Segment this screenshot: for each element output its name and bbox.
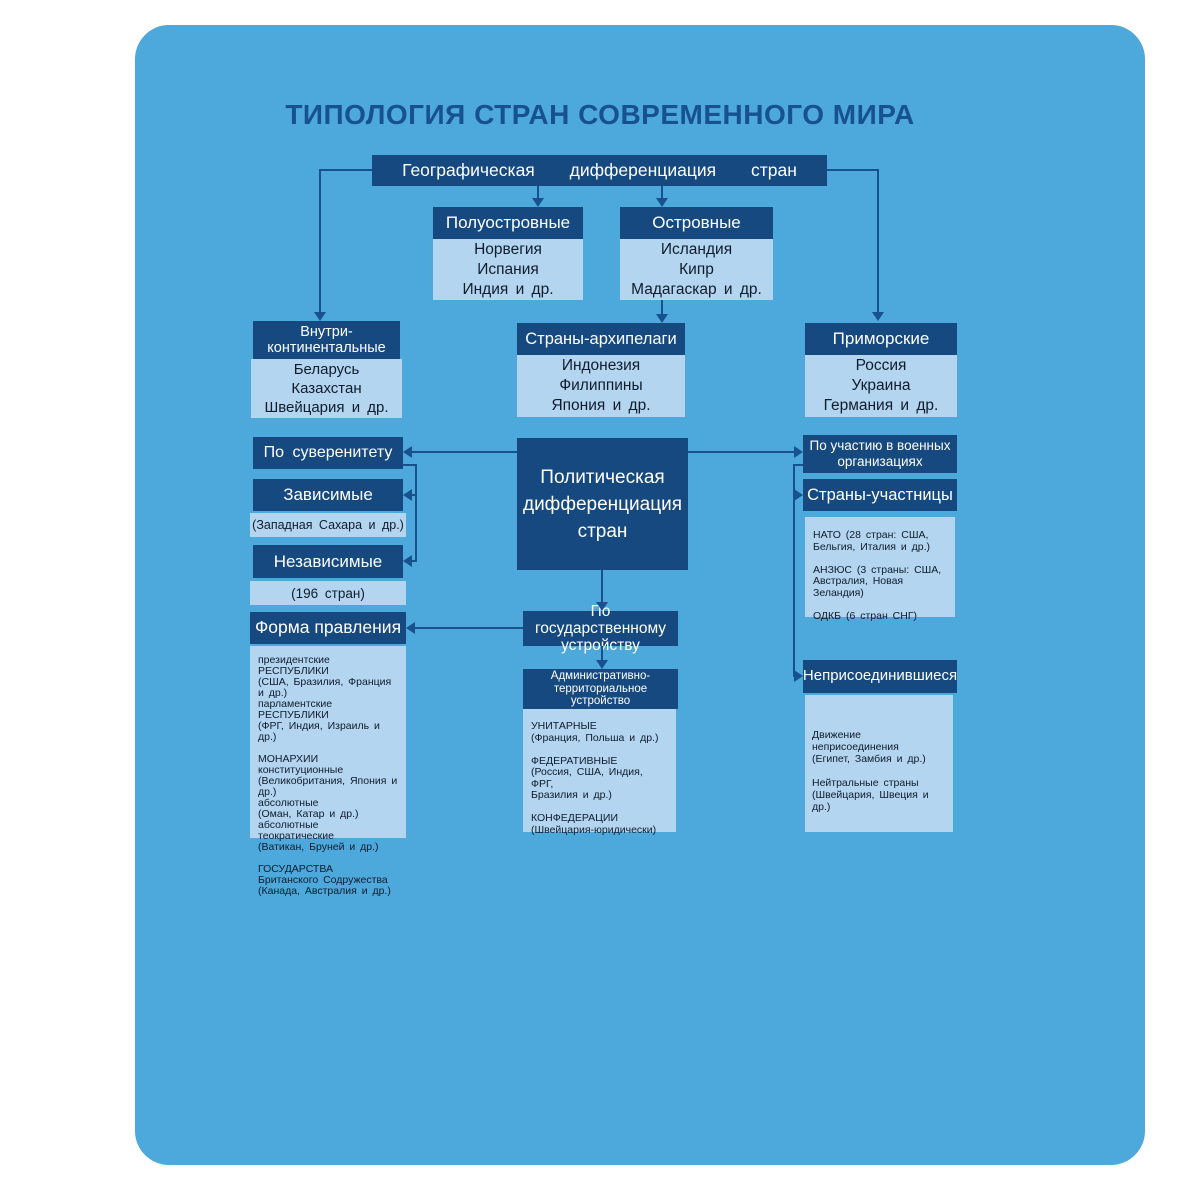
arrowhead-to-admin — [596, 660, 608, 669]
arrowhead-to-nonaligned — [794, 670, 803, 682]
connector-to-island — [661, 186, 663, 199]
island-header: Островные — [620, 207, 773, 239]
archipelago-header: Страны-архипелаги — [517, 323, 685, 355]
military-header: По участию в военных организациях — [803, 435, 957, 473]
arrowhead-to-form — [406, 622, 415, 634]
connector-geo-right-h — [827, 169, 879, 171]
sovereignty-header: По суверенитету — [253, 437, 403, 469]
geo-root-box: Географическая дифференциация стран — [372, 155, 827, 186]
connector-political-to-military — [688, 451, 794, 453]
island-countries: Исландия Кипр Мадагаскар и др. — [620, 239, 773, 300]
arrowhead-to-archipelago — [656, 314, 668, 323]
archipelago-countries: Индонезия Филиппины Япония и др. — [517, 355, 685, 417]
bracket-branch-independent — [411, 560, 416, 562]
arrowhead-to-independent — [403, 555, 412, 567]
connector-political-to-sovereignty — [411, 451, 517, 453]
peninsular-countries: Норвегия Испания Индия и др. — [433, 239, 583, 300]
connector-to-peninsular — [537, 186, 539, 199]
arrowhead-to-dependent — [403, 489, 412, 501]
peninsular-header: Полуостровные — [433, 207, 583, 239]
maritime-header: Приморские — [805, 323, 957, 355]
military-bracket-v — [793, 464, 795, 677]
nonaligned-content: Движение неприсоединения (Египет, Замбия… — [805, 695, 953, 832]
inland-header: Внутри- континентальные — [253, 321, 400, 359]
arrowhead-to-maritime — [872, 312, 884, 321]
arrowhead-to-sovereignty — [403, 446, 412, 458]
page-title: ТИПОЛОГИЯ СТРАН СОВРЕМЕННОГО МИРА — [285, 99, 915, 130]
arrowhead-to-military — [794, 446, 803, 458]
connector-structure-to-form — [414, 627, 523, 629]
dependent-note: (Западная Сахара и др.) — [250, 513, 406, 537]
military-bracket-stub — [794, 464, 803, 466]
government-form-header: Форма правления — [250, 612, 406, 644]
arrowhead-to-island — [656, 198, 668, 207]
admin-structure-content: УНИТАРНЫЕ (Франция, Польша и др.) ФЕДЕРА… — [523, 709, 676, 835]
connector-political-to-structure — [601, 570, 603, 602]
independent-box: Независимые — [253, 545, 403, 578]
government-form-content: президентские РЕСПУБЛИКИ (США, Бразилия,… — [250, 646, 406, 897]
arrowhead-to-members — [794, 489, 803, 501]
inland-countries: Беларусь Казахстан Швейцария и др. — [251, 359, 402, 418]
sovereignty-bracket-v — [415, 464, 417, 562]
military-members-content: НАТО (28 стран: США, Бельгия, Италия и д… — [805, 517, 955, 621]
bracket-branch-dependent — [411, 494, 416, 496]
arrowhead-to-inland — [314, 312, 326, 321]
connector-geo-left-v — [319, 169, 321, 313]
state-structure-header: По государственному устройству — [523, 603, 678, 654]
maritime-countries: Россия Украина Германия и др. — [805, 355, 957, 417]
political-root-box: Политическая дифференциация стран — [517, 438, 688, 570]
connector-structure-to-admin — [601, 646, 603, 660]
arrowhead-to-structure — [596, 602, 608, 611]
connector-to-archipelago — [661, 300, 663, 315]
connector-geo-left-h — [320, 169, 372, 171]
independent-note: (196 стран) — [250, 581, 406, 605]
military-members-header: Страны-участницы — [803, 479, 957, 511]
sovereignty-bracket-stub — [403, 464, 416, 466]
nonaligned-header: Неприсоединившиеся — [803, 660, 957, 693]
arrowhead-to-peninsular — [532, 198, 544, 207]
connector-geo-right-v — [877, 169, 879, 313]
admin-structure-header: Административно- территориальное устройс… — [523, 669, 678, 709]
dependent-box: Зависимые — [253, 479, 403, 511]
